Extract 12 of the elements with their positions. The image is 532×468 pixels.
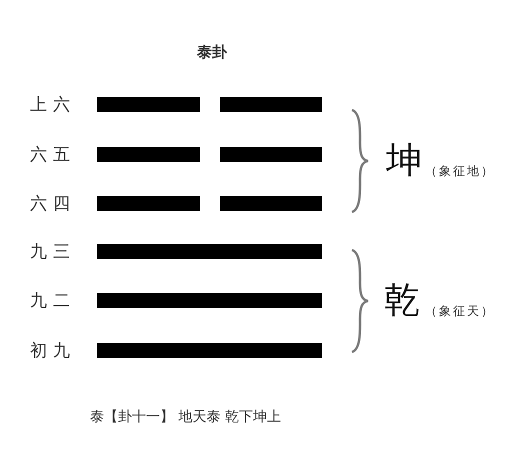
line-label: 初九 <box>30 341 76 361</box>
line-label: 九二 <box>30 291 76 311</box>
line-label: 六五 <box>30 145 76 165</box>
line-label: 九三 <box>30 242 76 262</box>
caption: 泰【卦十一】 地天泰 乾下坤上 <box>90 409 281 426</box>
title: 泰卦 <box>196 44 228 61</box>
trigram-meaning: （象征天） <box>425 304 495 318</box>
trigram-name: 坤 <box>386 140 422 181</box>
trigram-name: 乾 <box>384 280 420 321</box>
line-label: 六四 <box>30 194 76 214</box>
trigram-meaning: （象征地） <box>425 164 495 178</box>
line-label: 上六 <box>30 95 76 115</box>
